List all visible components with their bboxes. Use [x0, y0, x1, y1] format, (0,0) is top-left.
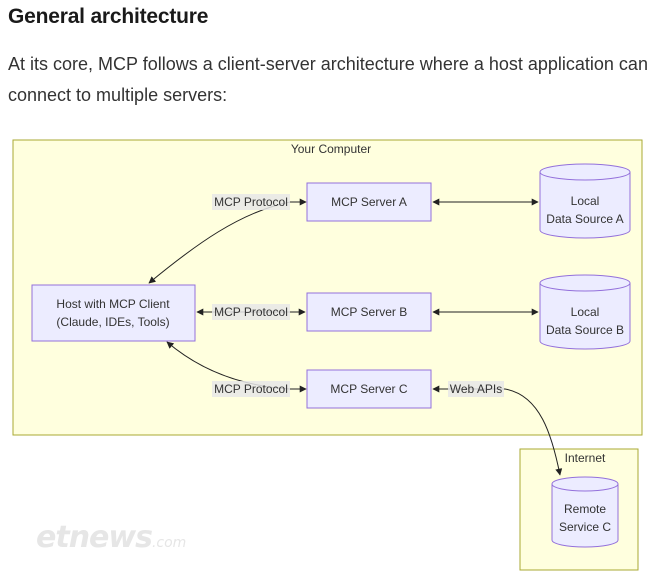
- server-c-label: MCP Server C: [330, 382, 407, 396]
- edge-label-protocol-c: MCP Protocol: [214, 382, 288, 396]
- server-a-node: [306, 182, 432, 222]
- data-source-b-cylinder: [539, 274, 631, 350]
- watermark-brand: etnews: [36, 520, 153, 555]
- host-node: [31, 284, 196, 342]
- internet-label: Internet: [565, 451, 606, 465]
- label-bg-protocol-c: [212, 381, 290, 397]
- host-node-line2: (Claude, IDEs, Tools): [56, 315, 169, 329]
- watermark-suffix: .com: [151, 535, 187, 551]
- label-bg-web-apis: [448, 381, 504, 397]
- server-a-label: MCP Server A: [331, 195, 407, 209]
- edge-label-protocol-b: MCP Protocol: [214, 305, 288, 319]
- your-computer-label: Your Computer: [291, 142, 371, 156]
- edge-label-protocol-a: MCP Protocol: [214, 195, 288, 209]
- server-c-node: [306, 369, 432, 409]
- data-source-a-cylinder: [539, 163, 631, 239]
- server-b-node: [306, 292, 432, 332]
- label-bg-protocol-b: [212, 304, 290, 320]
- section-heading: General architecture: [8, 5, 209, 28]
- label-bg-protocol-a: [212, 194, 290, 210]
- edge-server-c-remote: [432, 385, 563, 476]
- data-source-b-line2: Data Source B: [546, 323, 624, 337]
- remote-service-cylinder: [551, 476, 619, 548]
- host-node-line1: Host with MCP Client: [56, 297, 170, 311]
- remote-service-line2: Service C: [559, 520, 611, 534]
- data-source-b-line1: Local: [571, 305, 600, 319]
- watermark-logo: etnews.com: [36, 520, 186, 555]
- server-b-label: MCP Server B: [331, 305, 407, 319]
- edge-label-web-apis: Web APIs: [450, 382, 502, 396]
- intro-paragraph: At its core, MCP follows a client-server…: [8, 54, 648, 105]
- data-source-a-line2: Data Source A: [546, 212, 623, 226]
- data-source-a-line1: Local: [571, 194, 600, 208]
- remote-service-line1: Remote: [564, 502, 606, 516]
